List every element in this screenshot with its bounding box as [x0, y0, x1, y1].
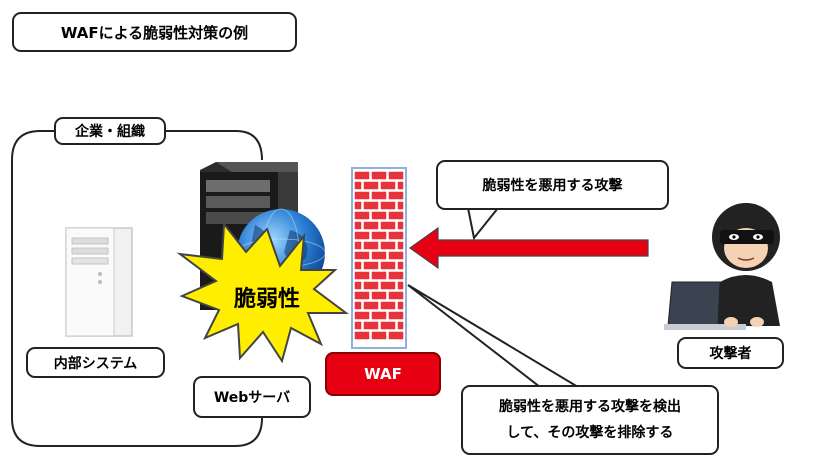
- page-title: WAFによる脆弱性対策の例: [12, 12, 297, 52]
- waf-label: WAF: [325, 352, 441, 396]
- vulnerability-label: 脆弱性: [233, 287, 300, 312]
- organization-boundary: [11, 130, 263, 447]
- detect-callout-line2: して、その攻撃を排除する: [506, 425, 674, 441]
- web-server-label: Webサーバ: [193, 376, 311, 418]
- detect-callout-line1: 脆弱性を悪用する攻撃を検出: [499, 399, 681, 415]
- detect-callout: 脆弱性を悪用する攻撃を検出 して、その攻撃を排除する: [461, 385, 719, 455]
- attack-callout: 脆弱性を悪用する攻撃: [436, 160, 669, 210]
- organization-label: 企業・組織: [54, 117, 166, 145]
- internal-system-label: 内部システム: [26, 347, 165, 378]
- attacker-label: 攻撃者: [677, 337, 784, 369]
